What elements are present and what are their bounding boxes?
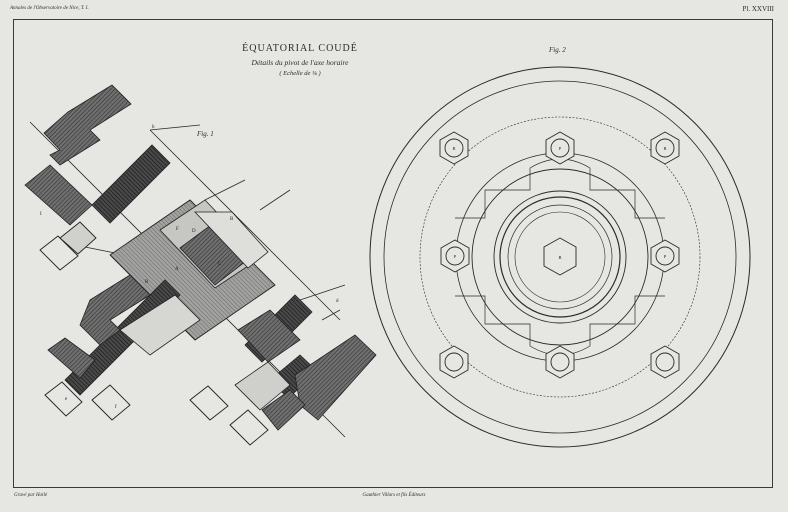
bolt-top-center [545,131,575,165]
bolt-letter-l: P [454,254,457,259]
letter-b: b [152,125,155,130]
letter-F: F [176,227,179,232]
upper-bracket [43,84,132,166]
bolt-letter-tc: P [559,146,562,151]
letter-A: A [175,267,179,272]
letter-D: D [192,229,196,234]
plate-border [13,19,773,488]
center-letter: B [558,255,561,260]
publisher-credit: Gauthier Villars et fils Éditeurs [362,493,426,498]
engraver-credit: Gravé par Hollé [14,493,48,498]
bolt-letter-tl: B [452,146,455,151]
fig1-label: Fig. 1 [197,130,214,138]
bolt-letter-tr: B [663,146,666,151]
bolt-bottom-center [545,345,575,379]
center-bolt [543,237,577,276]
plate-number: Pl. XXVIII [742,5,775,13]
letter-B: B [230,217,234,222]
plate-title: ÉQUATORIAL COUDÉ [242,43,358,54]
letter-d: d [336,299,339,304]
letter-e: e [65,397,68,402]
bolt-left [440,239,470,273]
lower-nut [44,381,83,417]
plate-subtitle: Détails du pivot de l'axe horaire [251,58,349,67]
header-annales: Annales de l'Observatoire de Nice, T. I. [10,6,89,11]
bolt-bottom-left [439,345,469,379]
bolt-right [650,239,680,273]
letter-I: I [40,212,42,217]
letter-f: f [115,405,117,410]
plate-scale: ( Echelle de ⅛ ) [279,70,321,77]
bolt-bottom-right [650,345,680,379]
bolt-top-left [439,131,469,165]
bolt-letter-r: P [664,254,667,259]
upper-thread [91,144,171,224]
upper-nut [39,235,79,271]
letter-C: C [218,262,222,267]
letter-R: R [145,280,149,285]
fig2-label: Fig. 2 [549,46,566,54]
bolt-top-right [650,131,680,165]
lower-thread [64,279,181,396]
outer-circle [369,66,751,448]
